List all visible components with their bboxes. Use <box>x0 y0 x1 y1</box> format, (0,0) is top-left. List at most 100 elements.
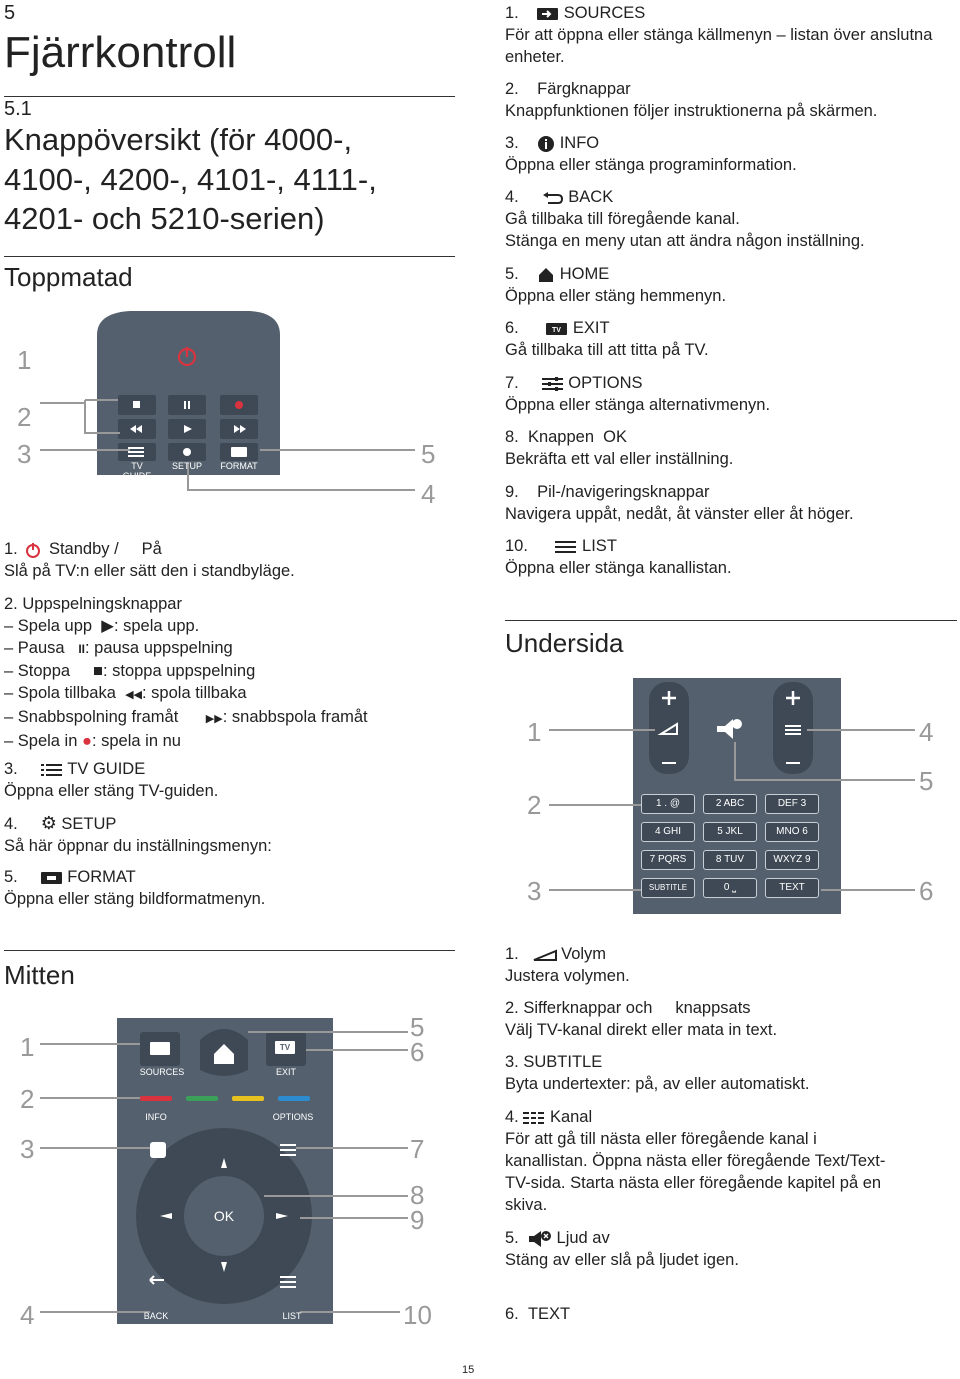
callout-5: 5 <box>421 439 436 469</box>
middle-remote-illustration: 1 2 3 4 5 6 7 8 9 10 <box>0 1010 460 1330</box>
callout-3: 3 <box>17 439 32 469</box>
tv-exit-icon: TV <box>546 322 568 335</box>
right-item-5: 5. HOME Öppna eller stäng hemmenyn. <box>505 265 727 305</box>
middle-heading: Mitten <box>4 960 75 990</box>
section-title-line3: 4201- och 5210-serien) <box>4 201 325 236</box>
divider <box>4 96 455 97</box>
callout-7: 7 <box>410 1134 425 1164</box>
sources-label: SOURCES <box>139 1067 185 1077</box>
divider <box>4 950 455 951</box>
rewind-icon: ◀◀ <box>125 689 143 701</box>
right-item-1: 1. SOURCES För att öppna eller stänga kä… <box>505 4 933 66</box>
callout-1: 1 <box>20 1032 35 1062</box>
callout-4: 4 <box>20 1300 35 1330</box>
setup-label: SETUP <box>171 461 202 471</box>
volume-icon <box>533 949 557 961</box>
left-item-3: 3. TV GUIDE Öppna eller stäng TV-guiden. <box>4 760 219 800</box>
top-remote-illustration: 1 2 3 5 4 TV GUIDE SETUP FORMAT <box>0 305 460 520</box>
stop-icon: ■ <box>92 662 103 680</box>
callout-3: 3 <box>527 876 542 906</box>
bottom-remote-illustration: 1 2 3 4 5 6 1 . @ 2 ABC DEF 3 4 GHI 5 JKL MNO… <box>505 672 960 917</box>
ok-label: OK <box>213 1208 235 1224</box>
keypad-key: WXYZ 9 <box>765 850 819 870</box>
keypad-key: 4 GHI <box>641 822 695 842</box>
keypad-key: 2 ABC <box>703 794 757 814</box>
bottom-heading: Undersida <box>505 628 624 658</box>
callout-1: 1 <box>527 717 542 747</box>
right-item-9: 9. Pil-/navigeringsknappar Navigera uppå… <box>505 483 854 523</box>
section-title-line1: Knappöversikt (för 4000-, <box>4 122 353 157</box>
info-label: INFO <box>145 1112 167 1122</box>
play-icon: ▶ <box>101 617 114 635</box>
left-item-2: 2. Uppspelningsknappar – Spela upp ▶: sp… <box>4 595 368 750</box>
section-title-line2: 4100-, 4200-, 4101-, 4111-, <box>4 162 377 197</box>
svg-text:TV: TV <box>552 327 561 334</box>
home-icon <box>539 267 554 282</box>
keypad-key: 7 PQRS <box>641 850 695 870</box>
bottom-item-1: 1. Volym Justera volymen. <box>505 945 630 985</box>
top-remote-svg <box>40 311 415 491</box>
callout-8: 8 <box>410 1180 425 1210</box>
callout-5: 5 <box>919 766 934 796</box>
callout-2: 2 <box>527 790 542 820</box>
list-icon <box>555 540 577 553</box>
format-label: FORMAT <box>220 461 258 471</box>
power-icon <box>26 542 41 558</box>
bottom-item-5: 5. Ljud av Stäng av eller slå på ljudet … <box>505 1229 739 1269</box>
chapter-title: Fjärrkontroll <box>4 28 237 77</box>
pause-icon: II <box>78 642 85 656</box>
callout-1: 1 <box>17 345 32 375</box>
callout-3: 3 <box>20 1134 35 1164</box>
callout-9: 9 <box>410 1205 425 1235</box>
divider <box>505 620 957 621</box>
callout-6: 6 <box>919 876 934 906</box>
callout-5: 5 <box>410 1012 425 1042</box>
left-item-1: 1. Standby / På Slå på TV:n eller sätt d… <box>4 540 295 580</box>
callout-10: 10 <box>403 1300 432 1330</box>
right-item-3: 3. INFO Öppna eller stänga programinform… <box>505 134 797 174</box>
back-label: BACK <box>143 1311 169 1321</box>
callout-6: 6 <box>410 1037 425 1067</box>
keypad-key: TEXT <box>765 878 819 898</box>
bottom-item-3: 3. SUBTITLE Byta undertexter: på, av ell… <box>505 1053 810 1093</box>
keypad-key: MNO 6 <box>765 822 819 842</box>
chapter-number: 5 <box>4 2 16 24</box>
bottom-item-6: 6. TEXT <box>505 1305 571 1323</box>
exit-label: EXIT <box>275 1067 296 1077</box>
bottom-item-2: 2. Sifferknappar och knappsats Välj TV-k… <box>505 999 778 1039</box>
left-item-5: 5. FORMAT Öppna eller stäng bildformatme… <box>4 868 266 908</box>
sources-icon <box>537 7 559 20</box>
middle-remote-svg <box>40 1018 408 1324</box>
gear-icon: ⚙ <box>40 813 57 833</box>
mute-icon <box>528 1230 551 1247</box>
right-item-8: 8. Knappen OK Bekräfta ett val eller ins… <box>505 428 734 468</box>
callout-4: 4 <box>421 479 436 509</box>
section-number: 5.1 <box>4 98 32 120</box>
options-label: OPTIONS <box>272 1112 314 1122</box>
keypad-key: SUBTITLE <box>641 878 695 898</box>
right-item-6: 6. TV EXIT Gå tillbaka till att titta på… <box>505 319 709 359</box>
fast-forward-icon: ▶▶ <box>205 713 223 725</box>
right-item-4: 4. BACK Gå tillbaka till föregående kana… <box>505 188 865 250</box>
back-icon <box>542 191 563 204</box>
bottom-item-4: 4. Kanal För att gå till nästa eller för… <box>505 1108 886 1214</box>
keypad-key: 0 ⎵ <box>703 878 757 898</box>
channel-icon <box>523 1110 545 1125</box>
tv-guide-icon <box>40 763 62 776</box>
keypad-key: DEF 3 <box>765 794 819 814</box>
page-number: 15 <box>462 1364 475 1376</box>
keypad-key: 5 JKL <box>703 822 757 842</box>
callout-2: 2 <box>20 1084 35 1114</box>
keypad-key: 1 . @ <box>641 794 695 814</box>
top-heading: Toppmatad <box>4 262 133 292</box>
record-icon: ● <box>81 732 92 750</box>
divider <box>4 256 455 257</box>
left-item-4: 4. ⚙ SETUP Så här öppnar du inställnings… <box>4 813 272 855</box>
format-icon <box>40 871 62 884</box>
callout-4: 4 <box>919 717 934 747</box>
right-item-10: 10. LIST Öppna eller stänga kanallistan. <box>505 537 732 577</box>
callout-2: 2 <box>17 402 32 432</box>
list-label: LIST <box>282 1311 302 1321</box>
right-item-2: 2. Färgknappar Knappfunktionen följer in… <box>505 80 878 120</box>
